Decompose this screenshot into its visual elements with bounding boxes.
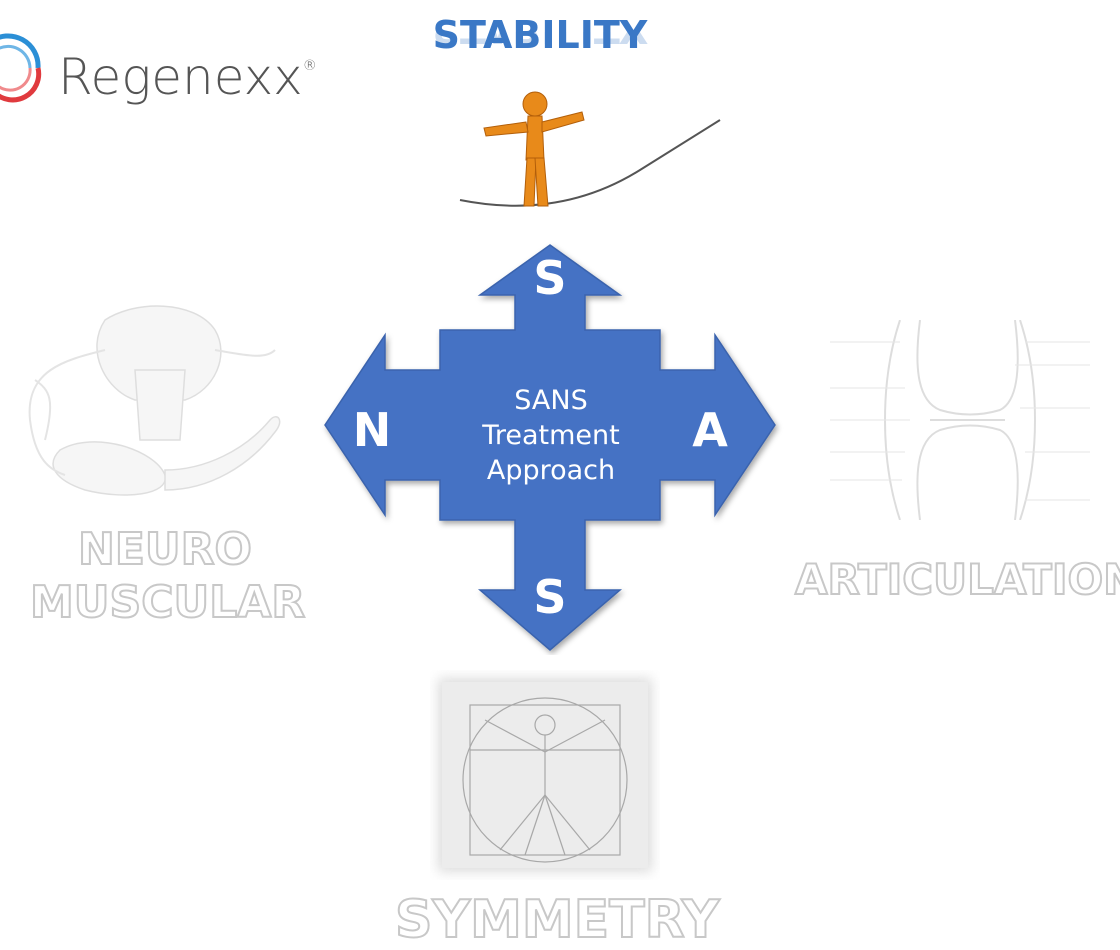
stability-heading-reflection: STABILITY xyxy=(420,32,660,54)
registered-mark: ® xyxy=(302,58,317,74)
vitruvian-man-illustration xyxy=(438,678,652,872)
muscular-heading: MUSCULAR xyxy=(29,577,306,629)
logo-wordmark: Regenexx® xyxy=(58,36,317,107)
arrow-top-letter: S xyxy=(533,251,567,305)
center-label-line2: Treatment xyxy=(482,420,620,451)
articulation-heading: ARTICULATION xyxy=(794,554,1120,605)
joint-anatomy-illustration xyxy=(830,320,1090,520)
symmetry-heading: SYMMETRY xyxy=(394,889,720,950)
center-label-line1: SANS xyxy=(514,385,588,416)
logo-text: Regenexx xyxy=(58,48,303,106)
center-label-line3: Approach xyxy=(486,455,616,486)
stability-heading: STABILITY xyxy=(432,13,648,57)
regenexx-logo: Regenexx® xyxy=(0,28,320,108)
neuro-heading: NEURO xyxy=(77,524,253,576)
four-way-arrow-diagram xyxy=(324,244,776,651)
arrow-left-letter: N xyxy=(352,403,392,457)
arrow-right-letter: A xyxy=(692,403,728,457)
arrow-bottom-letter: S xyxy=(533,570,567,624)
arrow-shape xyxy=(324,244,776,651)
logo-swirl-icon xyxy=(0,33,42,103)
center-label: SANS Treatment Approach xyxy=(440,383,662,488)
neuromuscular-illustration xyxy=(28,305,281,496)
tightrope-walker-illustration xyxy=(459,91,721,207)
